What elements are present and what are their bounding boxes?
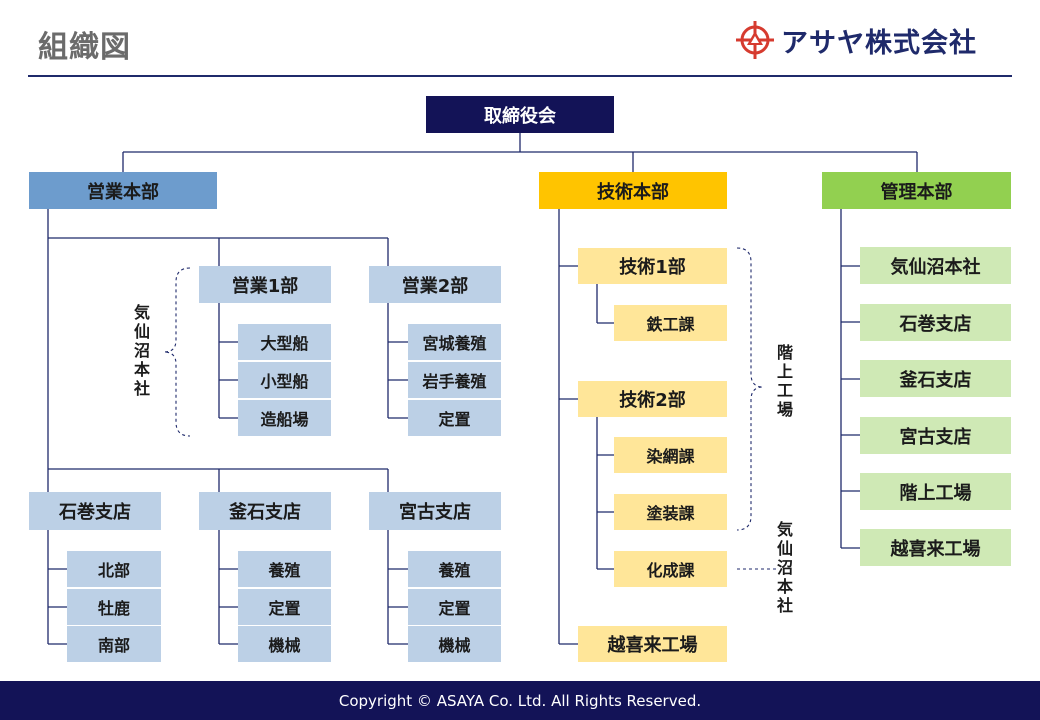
tech-div1-item: 鉄工課 xyxy=(614,305,727,341)
admin-item: 気仙沼本社 xyxy=(860,247,1011,284)
sales-headquarters: 営業本部 xyxy=(29,172,217,209)
admin-item: 宮古支店 xyxy=(860,417,1011,454)
page-title: 組織図 xyxy=(38,30,131,65)
admin-item: 越喜来工場 xyxy=(860,529,1011,566)
branch-ishinomaki: 石巻支店 xyxy=(29,492,161,530)
branch-item: 機械 xyxy=(238,626,331,662)
admin-item: 釜石支店 xyxy=(860,360,1011,397)
branch-kamaishi: 釜石支店 xyxy=(199,492,331,530)
tech-div2-item: 化成課 xyxy=(614,551,727,587)
admin-headquarters: 管理本部 xyxy=(822,172,1011,209)
label-kesennuma-hq-tech: 気仙沼本社 xyxy=(776,520,793,615)
branch-item: 牡鹿 xyxy=(67,589,161,625)
tech-div2-item: 染網課 xyxy=(614,437,727,473)
branch-miyako: 宮古支店 xyxy=(369,492,501,530)
sales-div1-item: 小型船 xyxy=(238,362,331,398)
branch-item: 養殖 xyxy=(408,551,501,587)
branch-item: 養殖 xyxy=(238,551,331,587)
company-name: アサヤ株式会社 xyxy=(781,27,977,59)
sales-div2-item: 宮城養殖 xyxy=(408,324,501,360)
sales-div1-item: 造船場 xyxy=(238,400,331,436)
header-divider xyxy=(28,75,1012,77)
company-logo: アサヤ株式会社 xyxy=(735,20,1015,60)
compass-logo-icon xyxy=(736,21,774,59)
sales-div1-item: 大型船 xyxy=(238,324,331,360)
tech-div1: 技術1部 xyxy=(578,248,727,284)
admin-item: 階上工場 xyxy=(860,473,1011,510)
tech-headquarters: 技術本部 xyxy=(539,172,727,209)
footer-copyright: Copyright © ASAYA Co. Ltd. All Rights Re… xyxy=(0,681,1040,720)
sales-div1: 営業1部 xyxy=(199,266,331,303)
branch-item: 機械 xyxy=(408,626,501,662)
branch-item: 北部 xyxy=(67,551,161,587)
label-kesennuma-hq-sales: 気仙沼本社 xyxy=(133,303,150,398)
tech-div2-item: 塗装課 xyxy=(614,494,727,530)
sales-div2-item: 定置 xyxy=(408,400,501,436)
label-hashikami-factory: 階上工場 xyxy=(776,343,793,419)
branch-item: 定置 xyxy=(408,589,501,625)
admin-item: 石巻支店 xyxy=(860,304,1011,341)
tech-div2: 技術2部 xyxy=(578,381,727,417)
branch-item: 定置 xyxy=(238,589,331,625)
branch-item: 南部 xyxy=(67,626,161,662)
sales-div2: 営業2部 xyxy=(369,266,501,303)
tech-okirai-factory: 越喜来工場 xyxy=(578,626,727,662)
board-of-directors: 取締役会 xyxy=(426,96,614,133)
sales-div2-item: 岩手養殖 xyxy=(408,362,501,398)
